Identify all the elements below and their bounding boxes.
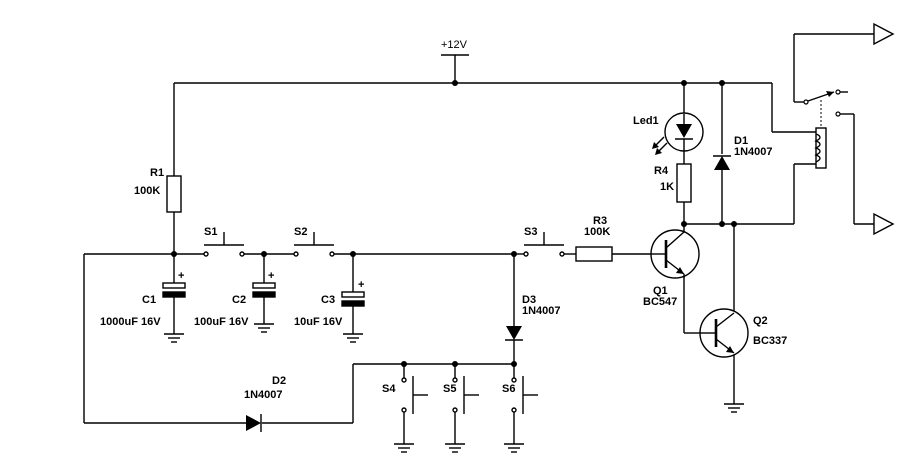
capacitor-c3: + C3 10uF 16V xyxy=(294,279,365,328)
c2-polarity: + xyxy=(268,270,274,282)
ground-c1 xyxy=(164,333,184,343)
d3-value: 1N4007 xyxy=(522,305,561,317)
ground-c3 xyxy=(343,333,363,343)
ground-s5 xyxy=(445,443,465,453)
s4-label: S4 xyxy=(382,383,396,395)
switch-s6: S6 xyxy=(502,376,538,414)
resistor-r3: R3 100K xyxy=(575,215,613,262)
c3-value: 10uF 16V xyxy=(294,316,343,328)
transistor-q1: Q1 BC547 xyxy=(643,224,700,308)
diode-d1: D1 1N4007 xyxy=(713,135,773,170)
wires xyxy=(83,33,874,444)
supply-label: +12V xyxy=(441,39,468,51)
c1-polarity: + xyxy=(178,270,184,282)
d1-value: 1N4007 xyxy=(734,146,773,158)
diode-d3: D3 1N4007 xyxy=(505,294,561,341)
switch-s4: S4 xyxy=(382,376,428,414)
capacitor-c2: + C2 100uF 16V xyxy=(194,270,276,328)
switch-s2: S2 xyxy=(293,226,335,257)
output-terminal-bottom xyxy=(873,212,895,236)
led1-label: Led1 xyxy=(633,115,659,127)
c2-value: 100uF 16V xyxy=(194,316,249,328)
q1-ref: Q1 xyxy=(653,285,668,297)
diode-d2: D2 1N4007 xyxy=(244,375,286,432)
q2-ref: Q2 xyxy=(753,315,768,327)
output-terminal-top xyxy=(873,22,895,46)
s2-label: S2 xyxy=(294,226,307,238)
switch-s5: S5 xyxy=(443,376,479,414)
d3-ref: D3 xyxy=(522,294,536,306)
ground-c2 xyxy=(254,323,274,333)
r1-ref: R1 xyxy=(150,167,164,179)
q2-value: BC337 xyxy=(753,335,787,347)
junction-dots xyxy=(171,80,737,367)
r4-value: 1K xyxy=(660,181,674,193)
s3-label: S3 xyxy=(524,226,537,238)
ground-s6 xyxy=(504,443,524,453)
resistor-r4: R4 1K xyxy=(654,163,692,203)
s6-label: S6 xyxy=(502,383,515,395)
capacitor-c1: + C1 1000uF 16V xyxy=(100,270,186,328)
r4-ref: R4 xyxy=(654,165,669,177)
q1-value: BC547 xyxy=(643,296,677,308)
c2-ref: C2 xyxy=(232,294,246,306)
switch-s1: S1 xyxy=(203,226,245,257)
relay xyxy=(803,89,841,169)
r1-value: 100K xyxy=(134,185,160,197)
d2-value: 1N4007 xyxy=(244,389,283,401)
c1-ref: C1 xyxy=(142,294,156,306)
r3-value: 100K xyxy=(584,226,610,238)
transistor-q2: Q2 BC337 xyxy=(699,308,787,358)
c3-polarity: + xyxy=(358,279,364,291)
s1-label: S1 xyxy=(204,226,217,238)
ground-s4 xyxy=(394,443,414,453)
ground-q2 xyxy=(724,403,744,413)
ground-symbols xyxy=(164,323,744,453)
c1-value: 1000uF 16V xyxy=(100,316,161,328)
led1: Led1 xyxy=(633,112,704,155)
switch-s3: S3 xyxy=(523,226,565,257)
s5-label: S5 xyxy=(443,383,456,395)
d2-ref: D2 xyxy=(272,375,286,387)
resistor-r1: R1 100K xyxy=(134,167,182,213)
r3-ref: R3 xyxy=(593,215,607,227)
d1-ref: D1 xyxy=(734,135,748,147)
c3-ref: C3 xyxy=(321,294,335,306)
